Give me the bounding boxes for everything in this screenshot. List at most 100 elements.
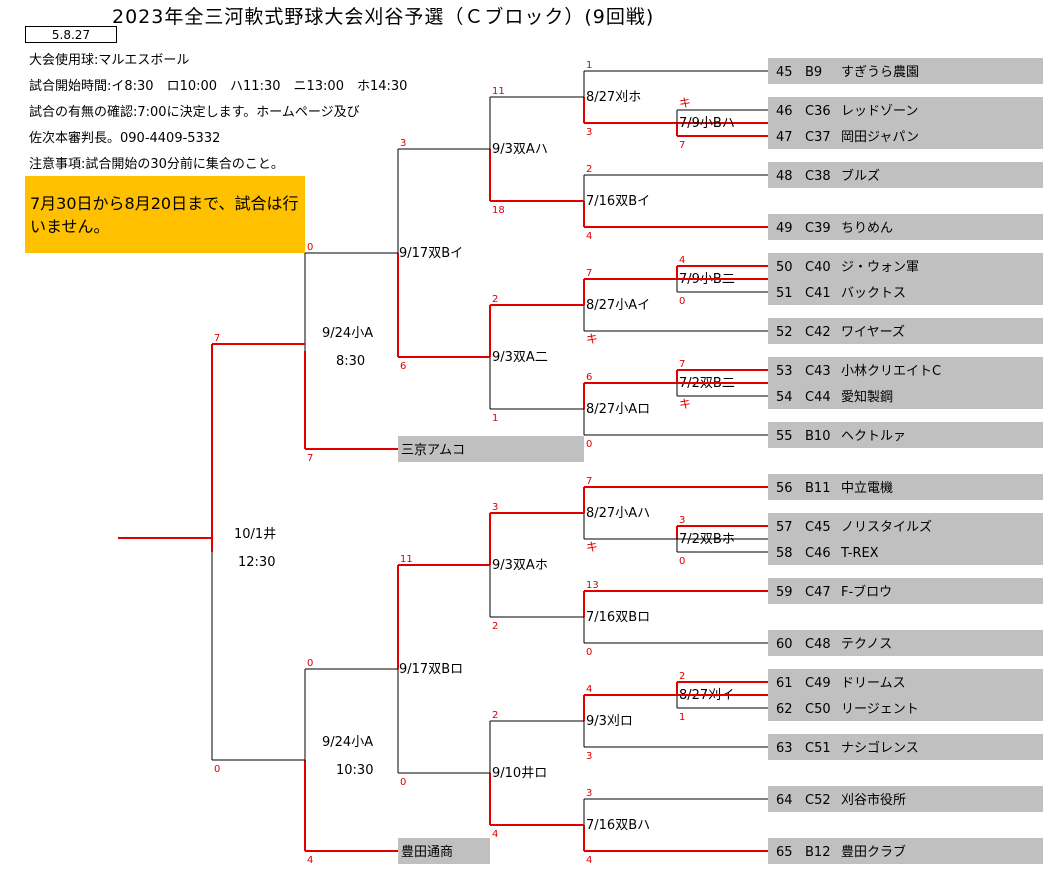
team-number: 62	[776, 702, 793, 717]
team-name: バックトス	[841, 286, 906, 301]
info-times: 試合開始時間:イ8:30 ロ10:00 ハ11:30 ニ13:00 ホ14:30	[29, 79, 408, 94]
page-title: 2023年全三河軟式野球大会刈谷予選（Ｃブロック）(9回戦)	[112, 6, 655, 28]
team-code: C45	[805, 520, 831, 535]
team-name: ノリスタイルズ	[841, 519, 932, 535]
team-name: すぎうら農園	[841, 65, 919, 80]
team-number: 54	[776, 390, 793, 405]
team-code: C52	[805, 793, 831, 808]
score-bottom: キ	[586, 540, 598, 554]
game-time: 10:30	[336, 763, 373, 778]
score-bottom: 4	[586, 855, 592, 866]
score-top: 11	[400, 554, 413, 565]
game-label: 10/1井	[234, 527, 276, 542]
score-bottom: キ	[586, 332, 598, 346]
team-row-bg	[768, 578, 1043, 604]
team-name: テクノス	[841, 637, 892, 652]
seed-team-name: 豊田通商	[401, 845, 453, 860]
score-bottom: 2	[492, 621, 498, 632]
team-number: 52	[776, 325, 793, 340]
game-label: 7/9小Bハ	[679, 116, 735, 131]
info-referee: 佐次本審判長。090-4409-5332	[29, 131, 221, 146]
team-code: B11	[805, 481, 830, 496]
team-name: ワイヤーズ	[841, 324, 905, 340]
team-number: 53	[776, 364, 793, 379]
team-row-bg	[768, 383, 1043, 409]
score-bottom: 0	[679, 556, 685, 567]
team-code: B9	[805, 65, 822, 80]
score-bottom: 0	[400, 777, 406, 788]
score-bottom: 1	[492, 413, 498, 424]
team-number: 63	[776, 741, 793, 756]
team-row-bg	[768, 123, 1043, 149]
team-number: 65	[776, 845, 793, 860]
team-code: C41	[805, 286, 831, 301]
game-time: 8:30	[336, 354, 365, 369]
score-top: キ	[679, 96, 691, 110]
team-row-bg	[768, 734, 1043, 760]
team-code: C42	[805, 325, 831, 340]
team-name: 中立電機	[841, 481, 893, 496]
game-label: 9/10井ロ	[492, 766, 547, 781]
team-code: C37	[805, 130, 831, 145]
score-top: 1	[586, 60, 592, 71]
score-top: 4	[679, 255, 685, 266]
score-top: 0	[307, 658, 313, 669]
team-code: C40	[805, 260, 831, 275]
score-top: 7	[214, 333, 220, 344]
score-top: 2	[492, 294, 498, 305]
team-row-bg	[768, 786, 1043, 812]
game-label: 9/17双Bロ	[399, 662, 463, 677]
team-name: 小林クリエイトC	[841, 364, 941, 379]
team-name: リージェント	[841, 702, 919, 717]
team-number: 45	[776, 65, 793, 80]
score-bottom: キ	[679, 397, 691, 411]
game-label: 9/17双Bイ	[399, 246, 463, 261]
team-code: C48	[805, 637, 831, 652]
score-bottom: 7	[307, 453, 313, 464]
team-number: 60	[776, 637, 793, 652]
team-number: 50	[776, 260, 793, 275]
score-bottom: 1	[679, 712, 685, 723]
team-row-bg	[768, 838, 1043, 864]
score-bottom: 3	[586, 751, 592, 762]
team-row-bg	[768, 318, 1043, 344]
score-bottom: 18	[492, 205, 505, 216]
score-bottom: 0	[586, 647, 592, 658]
team-row-bg	[768, 214, 1043, 240]
team-row-bg	[768, 253, 1043, 279]
team-number: 46	[776, 104, 793, 119]
game-label: 8/27刈ホ	[586, 90, 641, 105]
score-top: 3	[400, 138, 406, 149]
team-code: C39	[805, 221, 831, 236]
score-top: 0	[307, 242, 313, 253]
date-label: 5.8.27	[25, 26, 117, 43]
seed-team-name: 三京アムコ	[401, 443, 465, 458]
score-top: 3	[492, 502, 498, 513]
score-bottom: 4	[307, 855, 313, 866]
score-bottom: 0	[214, 764, 220, 775]
score-top: 2	[586, 164, 592, 175]
team-number: 51	[776, 286, 793, 301]
team-row-bg	[768, 58, 1043, 84]
score-top: 3	[679, 515, 685, 526]
score-top: 6	[586, 372, 592, 383]
score-top: 4	[586, 684, 592, 695]
team-code: B12	[805, 845, 830, 860]
team-number: 61	[776, 676, 793, 691]
score-bottom: 3	[586, 127, 592, 138]
score-top: 7	[586, 476, 592, 487]
notice-banner: 7月30日から8月20日まで、試合は行いません。	[25, 176, 305, 253]
team-number: 58	[776, 546, 793, 561]
score-top: 7	[679, 359, 685, 370]
info-ball: 大会使用球:マルエスボール	[29, 53, 190, 68]
team-name: ナシゴレンス	[841, 740, 919, 756]
team-name: ヘクトルァ	[841, 429, 906, 444]
game-label: 9/3双A二	[492, 350, 548, 365]
team-code: C44	[805, 390, 831, 405]
team-name: レッドゾーン	[841, 104, 918, 119]
team-number: 57	[776, 520, 793, 535]
game-label: 8/27小Aイ	[586, 298, 650, 313]
team-name: ドリームス	[841, 676, 906, 691]
game-label: 8/27小Aロ	[586, 402, 650, 417]
